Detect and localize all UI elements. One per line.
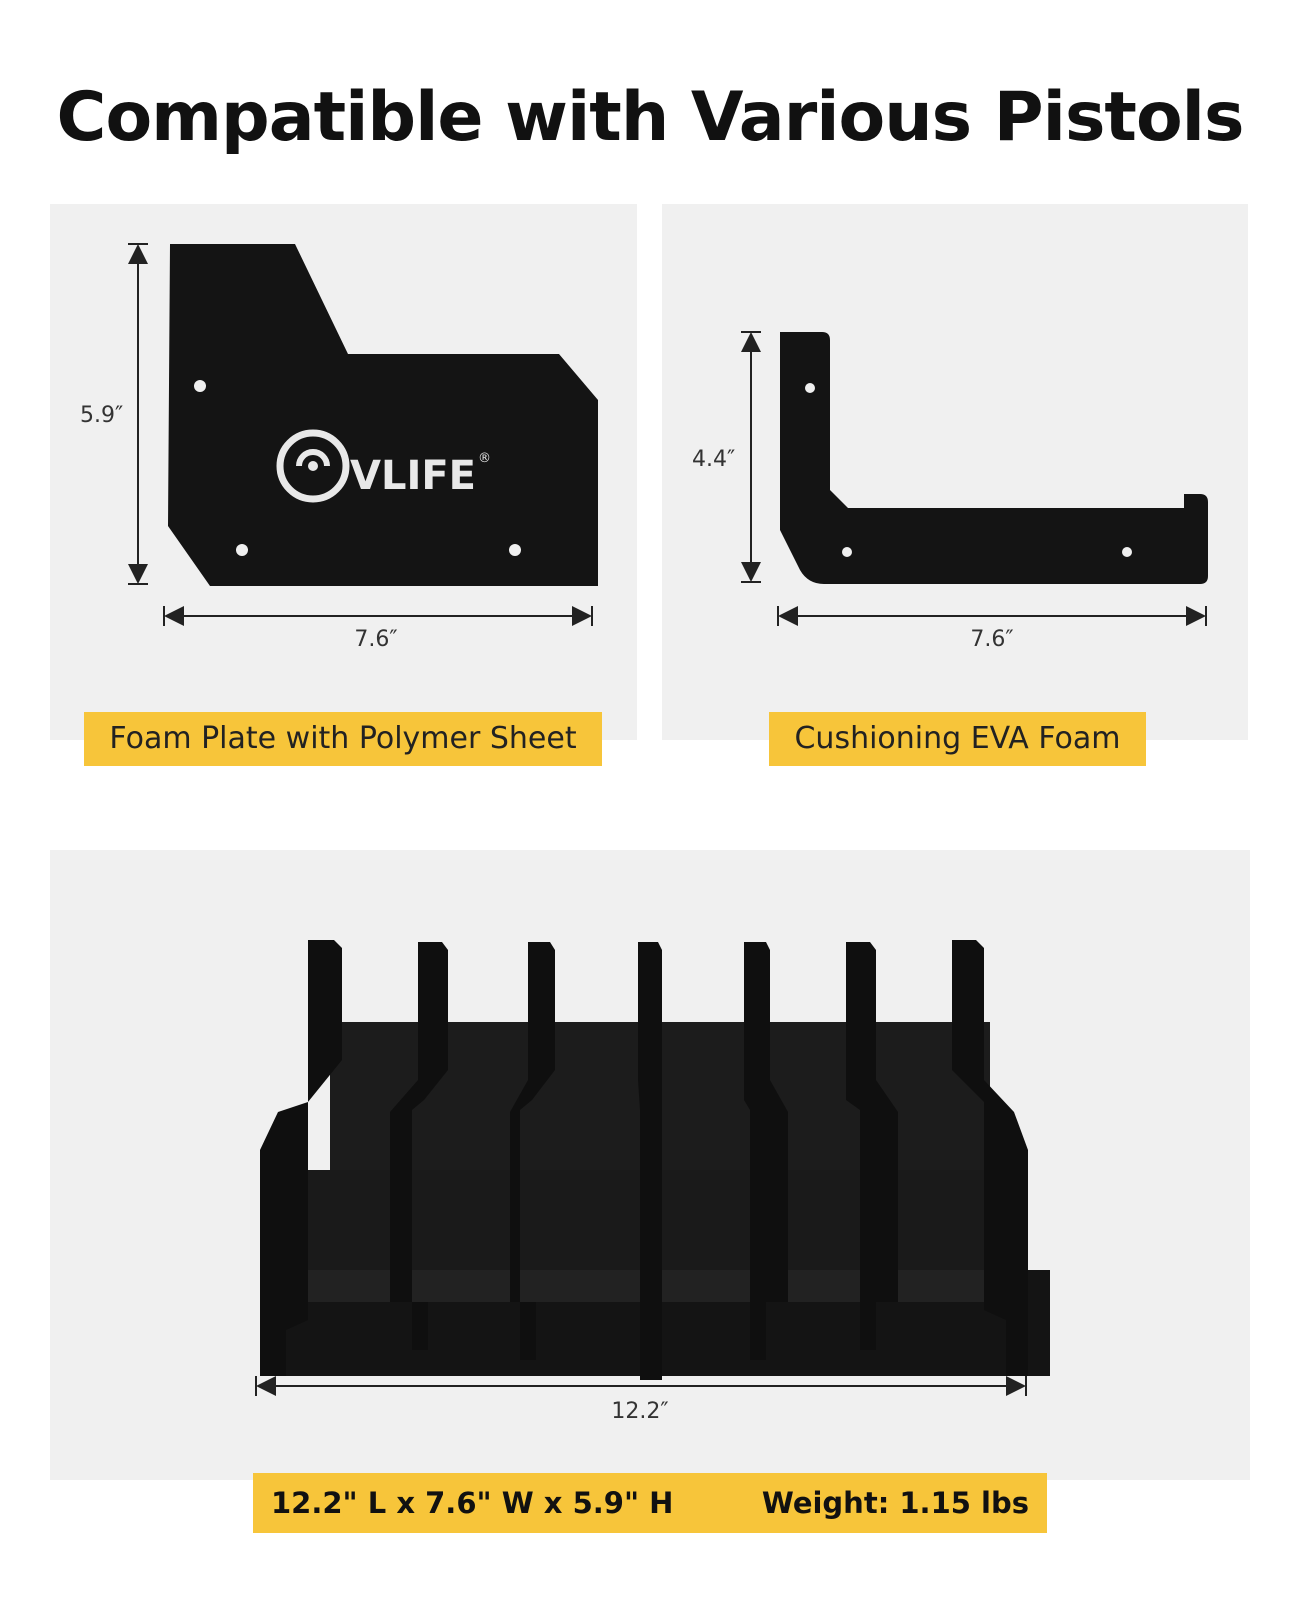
spec-bar: 12.2" L x 7.6" W x 5.9" H Weight: 1.15 l…: [253, 1473, 1047, 1533]
weight-spec: Weight: 1.15 lbs: [761, 1486, 1029, 1520]
foam-plate-caption: Foam Plate with Polymer Sheet: [84, 712, 602, 766]
width-label: 7.6″: [354, 627, 397, 652]
eva-foam-caption: Cushioning EVA Foam: [769, 712, 1146, 766]
rack-dividers: [260, 940, 1028, 1380]
mount-hole: [194, 380, 206, 392]
registered-mark: ®: [478, 451, 491, 466]
eva-foam-shape: [780, 332, 1208, 584]
logo-text: VLIFE: [350, 453, 476, 499]
foam-plate-panel: VLIFE ® 5.9″ 7.6″: [50, 204, 637, 740]
foam-plate-shape: [168, 244, 598, 586]
height-label: 4.4″: [692, 447, 735, 472]
mount-hole: [509, 544, 521, 556]
mount-hole: [1122, 547, 1132, 557]
width-label: 7.6″: [970, 627, 1013, 652]
assembled-rack-panel: 12.2″: [50, 850, 1250, 1480]
mount-hole: [805, 383, 815, 393]
page-title: Compatible with Various Pistols: [56, 78, 1245, 157]
eva-foam-panel: 4.4″ 7.6″: [662, 204, 1248, 740]
brand-logo: VLIFE ®: [276, 429, 491, 503]
width-label: 12.2″: [611, 1399, 668, 1424]
assembled-rack-diagram: 12.2″: [255, 940, 1050, 1424]
mount-hole: [236, 544, 248, 556]
mount-hole: [842, 547, 852, 557]
foam-plate-diagram: VLIFE ® 5.9″ 7.6″: [80, 243, 598, 652]
dimensions-spec: 12.2" L x 7.6" W x 5.9" H: [271, 1486, 674, 1520]
eva-foam-diagram: 4.4″ 7.6″: [692, 331, 1208, 652]
height-label: 5.9″: [80, 403, 123, 428]
